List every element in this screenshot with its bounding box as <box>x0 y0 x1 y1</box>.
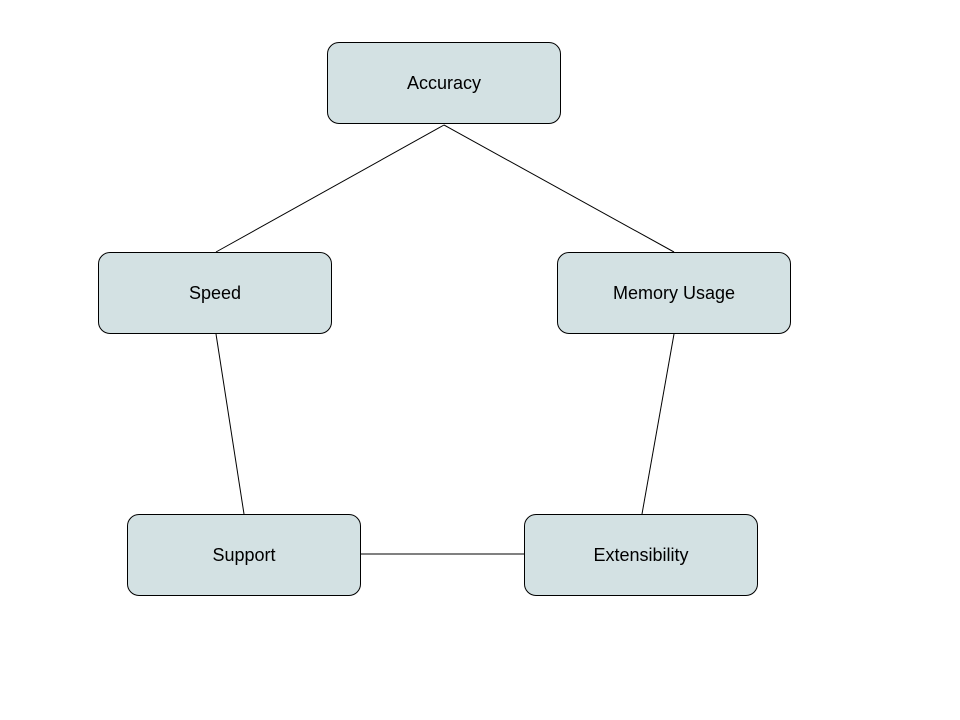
node-accuracy[interactable]: Accuracy <box>327 42 561 124</box>
edge-memory-usage-extensibility <box>641 333 675 515</box>
node-label: Memory Usage <box>612 282 736 303</box>
node-label: Support <box>212 544 276 565</box>
node-label: Extensibility <box>593 544 689 565</box>
node-label: Speed <box>188 282 242 303</box>
node-label: Accuracy <box>406 72 482 93</box>
edge-accuracy-speed <box>215 124 445 253</box>
node-support[interactable]: Support <box>127 514 361 596</box>
node-memory-usage[interactable]: Memory Usage <box>557 252 791 334</box>
edge-accuracy-memory-usage <box>443 124 675 253</box>
node-speed[interactable]: Speed <box>98 252 332 334</box>
edge-speed-support <box>215 333 245 515</box>
node-extensibility[interactable]: Extensibility <box>524 514 758 596</box>
